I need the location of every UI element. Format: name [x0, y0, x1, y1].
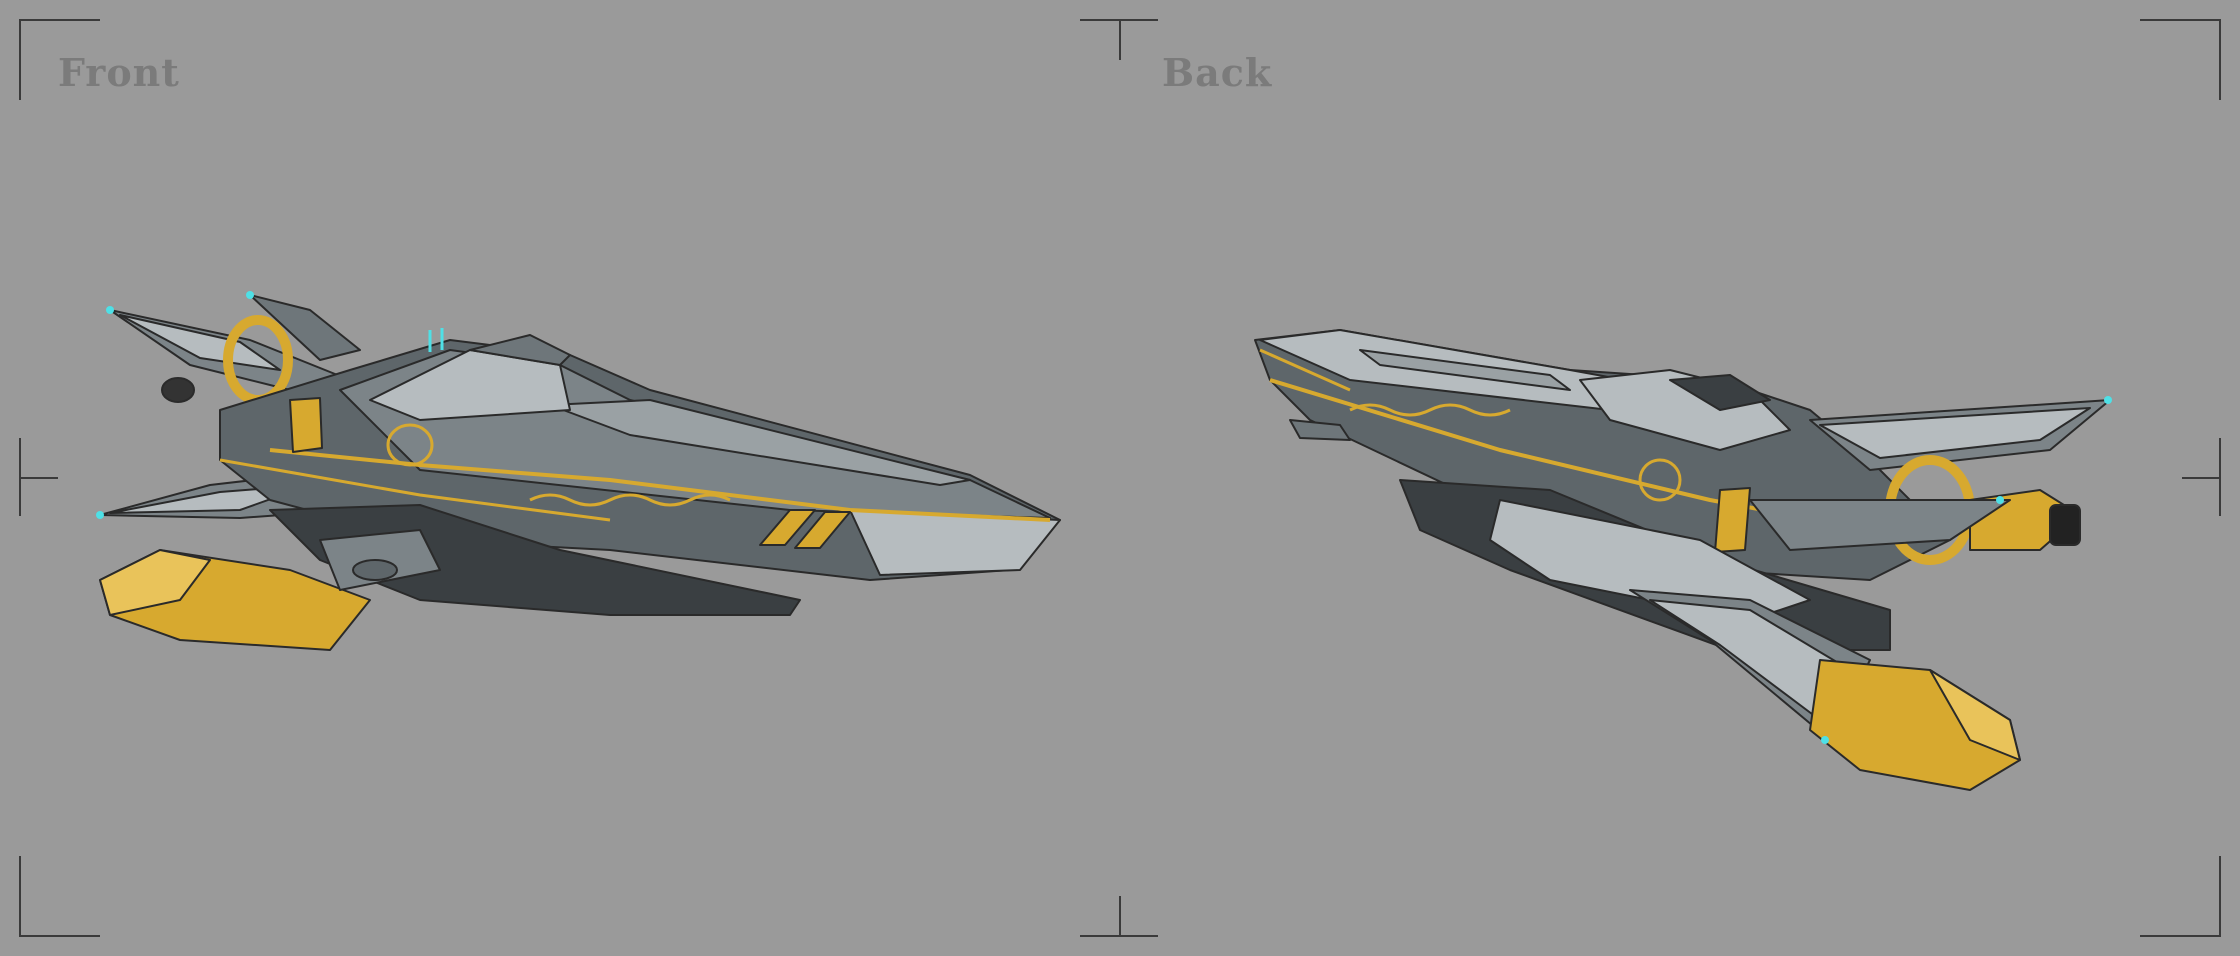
crop-mark-bottom-left	[19, 856, 100, 937]
back-view-label: Back	[1162, 50, 1273, 95]
spaceship-back-view	[1254, 329, 2112, 791]
crop-mark-left-middle	[19, 438, 58, 516]
emblem	[386, 423, 434, 467]
crop-mark-bottom-right	[2140, 856, 2221, 937]
crop-mark-top-left	[19, 19, 100, 100]
front-view-label: Front	[58, 50, 180, 95]
gold-collar	[1714, 487, 1751, 553]
gold-filigree	[1349, 403, 1511, 417]
crop-mark-top-center	[1080, 19, 1158, 60]
spaceship-front-view	[96, 291, 1061, 651]
crop-mark-bottom-center	[1080, 896, 1158, 937]
crop-mark-top-right	[2140, 19, 2221, 100]
crop-mark-right-middle	[2182, 438, 2221, 516]
gold-filigree	[529, 493, 731, 507]
bridge-tower	[369, 349, 571, 421]
gold-collar	[289, 397, 323, 453]
emblem	[1638, 458, 1682, 502]
